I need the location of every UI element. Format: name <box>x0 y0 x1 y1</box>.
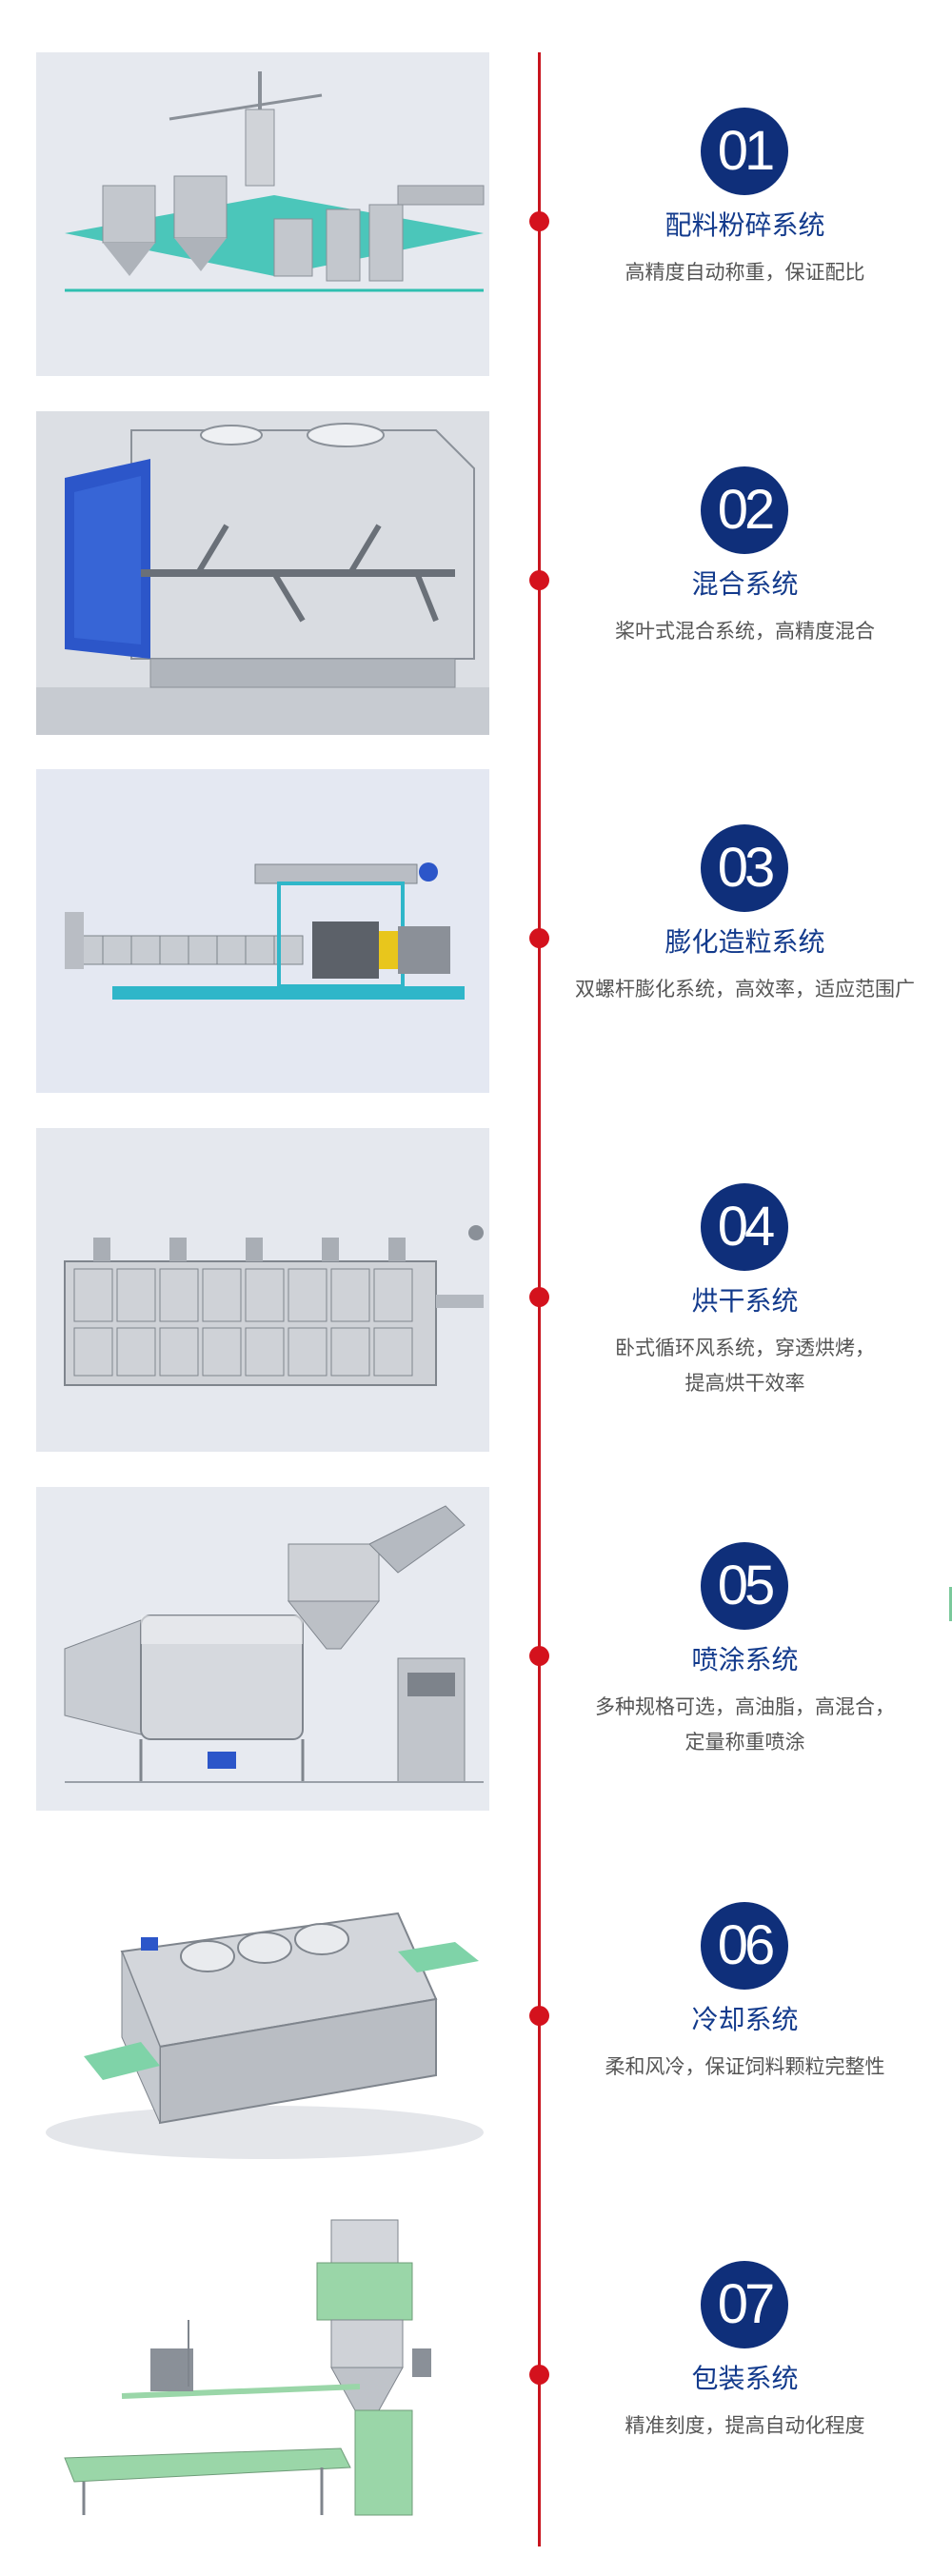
step-description: 桨叶式混合系统，高精度混合 <box>552 614 938 649</box>
step-title: 喷涂系统 <box>691 1644 799 1675</box>
step-mixing: 02 混合系统 桨叶式混合系统，高精度混合 <box>0 411 952 735</box>
coating-machine-image <box>36 1487 489 1811</box>
dryer-machine-image <box>36 1128 489 1452</box>
step-description-line: 柔和风冷，保证饲料颗粒完整性 <box>605 2055 885 2078</box>
step-title: 膨化造粒系统 <box>664 926 825 958</box>
mixer-machine-icon <box>36 411 489 735</box>
step-description-line: 桨叶式混合系统，高精度混合 <box>615 620 875 643</box>
step-description-line: 高精度自动称重，保证配比 <box>625 261 865 284</box>
batching-crushing-machine-icon <box>36 52 489 376</box>
step-title: 包装系统 <box>691 2363 799 2394</box>
step-description-line: 精准刻度，提高自动化程度 <box>625 2414 865 2437</box>
timeline-dot <box>529 1646 549 1666</box>
step-number-badge: 02 <box>701 466 788 554</box>
timeline-dot <box>529 570 549 590</box>
step-description: 卧式循环风系统，穿透烘烤， 提高烘干效率 <box>552 1331 938 1401</box>
step-title: 冷却系统 <box>691 2004 799 2035</box>
timeline-dot <box>529 2006 549 2026</box>
step-description: 精准刻度，提高自动化程度 <box>552 2408 938 2444</box>
mixer-machine-image <box>36 411 489 735</box>
step-description-line: 卧式循环风系统，穿透烘烤， <box>615 1337 875 1359</box>
step-number-badge: 03 <box>701 824 788 912</box>
timeline-dot <box>529 1287 549 1307</box>
step-description: 柔和风冷，保证饲料颗粒完整性 <box>552 2050 938 2085</box>
step-number-badge: 06 <box>701 1902 788 1990</box>
step-description: 双螺杆膨化系统，高效率，适应范围广 <box>552 972 938 1007</box>
scroll-marker <box>949 1587 952 1621</box>
step-description: 多种规格可选，高油脂，高混合， 定量称重喷涂 <box>552 1690 938 1760</box>
cooler-machine-icon <box>36 1847 489 2170</box>
step-description-line: 双螺杆膨化系统，高效率，适应范围广 <box>575 978 915 1001</box>
step-number-badge: 04 <box>701 1183 788 1271</box>
step-description: 高精度自动称重，保证配比 <box>552 255 938 290</box>
packing-machine-image <box>36 2206 489 2529</box>
step-extrusion: 03 膨化造粒系统 双螺杆膨化系统，高效率，适应范围广 <box>0 769 952 1093</box>
step-description-line: 定量称重喷涂 <box>684 1731 805 1754</box>
step-packing: 07 包装系统 精准刻度，提高自动化程度 <box>0 2206 952 2529</box>
batching-crushing-machine-image <box>36 52 489 376</box>
step-batching: 01 配料粉碎系统 高精度自动称重，保证配比 <box>0 52 952 376</box>
extruder-machine-image <box>36 769 489 1093</box>
step-cooling: 06 冷却系统 柔和风冷，保证饲料颗粒完整性 <box>0 1847 952 2170</box>
step-coating: 05 喷涂系统 多种规格可选，高油脂，高混合， 定量称重喷涂 <box>0 1487 952 1811</box>
extruder-machine-icon <box>36 769 489 1093</box>
cooler-machine-image <box>36 1847 489 2170</box>
step-title: 烘干系统 <box>691 1285 799 1317</box>
step-drying: 04 烘干系统 卧式循环风系统，穿透烘烤， 提高烘干效率 <box>0 1128 952 1452</box>
step-title: 混合系统 <box>691 568 799 600</box>
packing-machine-icon <box>36 2206 489 2529</box>
coating-machine-icon <box>36 1487 489 1811</box>
step-description-line: 多种规格可选，高油脂，高混合， <box>595 1695 895 1718</box>
timeline-dot <box>529 211 549 231</box>
step-title: 配料粉碎系统 <box>664 209 825 241</box>
step-number-badge: 07 <box>701 2261 788 2348</box>
timeline-dot <box>529 2365 549 2385</box>
step-description-line: 提高烘干效率 <box>684 1372 805 1395</box>
dryer-machine-icon <box>36 1128 489 1452</box>
timeline-dot <box>529 928 549 948</box>
step-number-badge: 01 <box>701 108 788 195</box>
step-number-badge: 05 <box>701 1542 788 1630</box>
